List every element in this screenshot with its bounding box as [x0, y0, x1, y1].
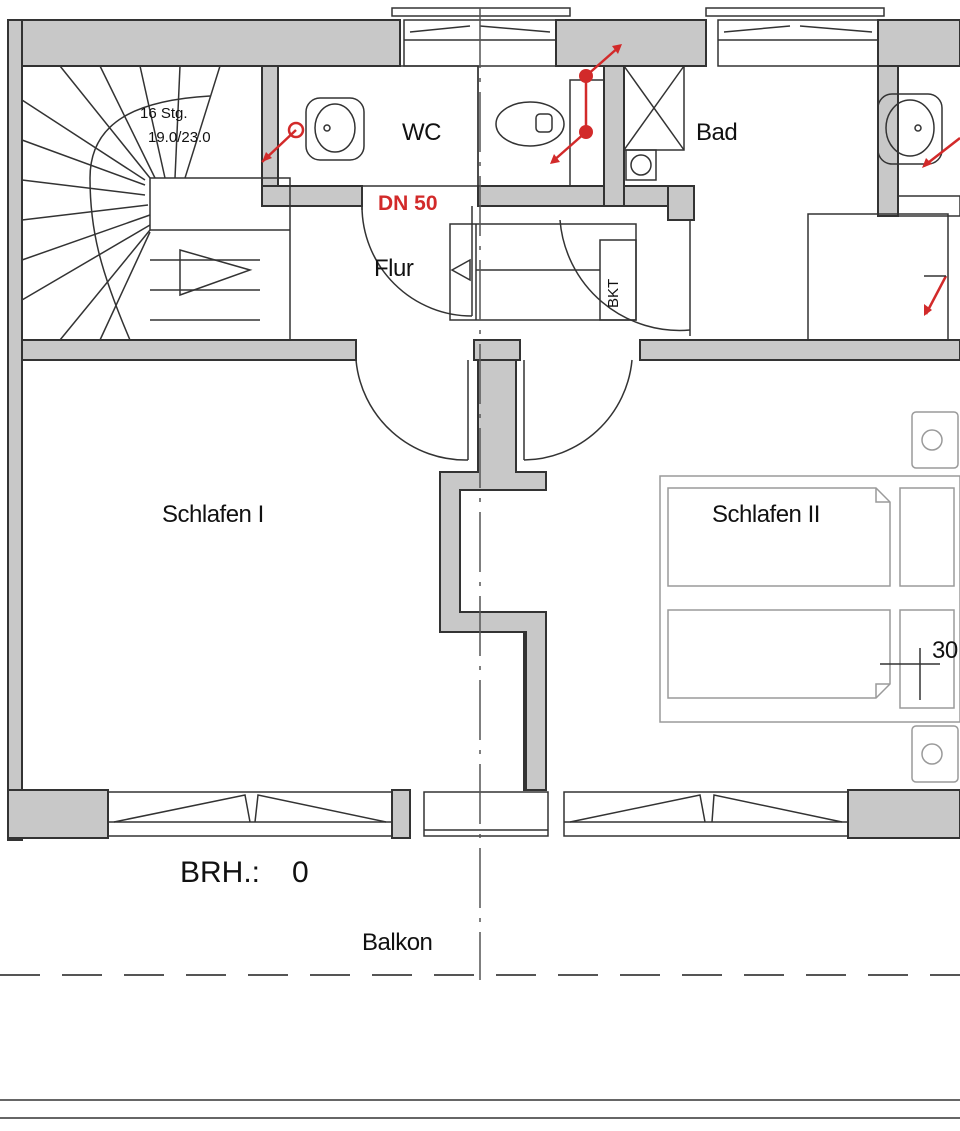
bkt-label: BKT: [605, 279, 622, 308]
dimension-label: 30: [932, 637, 958, 664]
parapet-label: BRH.:: [180, 856, 260, 889]
stairs-ratio-label: 19.0/23.0: [148, 129, 211, 146]
staircase: [21, 65, 291, 341]
bottom-windows: [107, 791, 849, 837]
bed-double: [659, 411, 960, 783]
drain-label: DN 50: [378, 192, 438, 215]
bedroom-2-label: Schlafen II: [712, 501, 820, 528]
bath-fixtures: [623, 65, 960, 341]
hall-elements: [449, 223, 637, 321]
wc-label: WC: [402, 119, 441, 146]
bath-label: Bad: [696, 119, 737, 146]
door-swings: [355, 205, 691, 461]
exterior-walls: [7, 19, 960, 841]
hall-label: Flur: [374, 255, 414, 282]
interior-walls: [21, 65, 960, 791]
stairs-steps-label: 16 Stg.: [140, 105, 188, 122]
installation-markers: [261, 44, 960, 316]
wc-fixtures: [277, 65, 605, 187]
bedroom-1-label: Schlafen I: [162, 501, 264, 528]
parapet-value: 0: [292, 856, 309, 889]
balcony-label: Balkon: [362, 929, 432, 956]
